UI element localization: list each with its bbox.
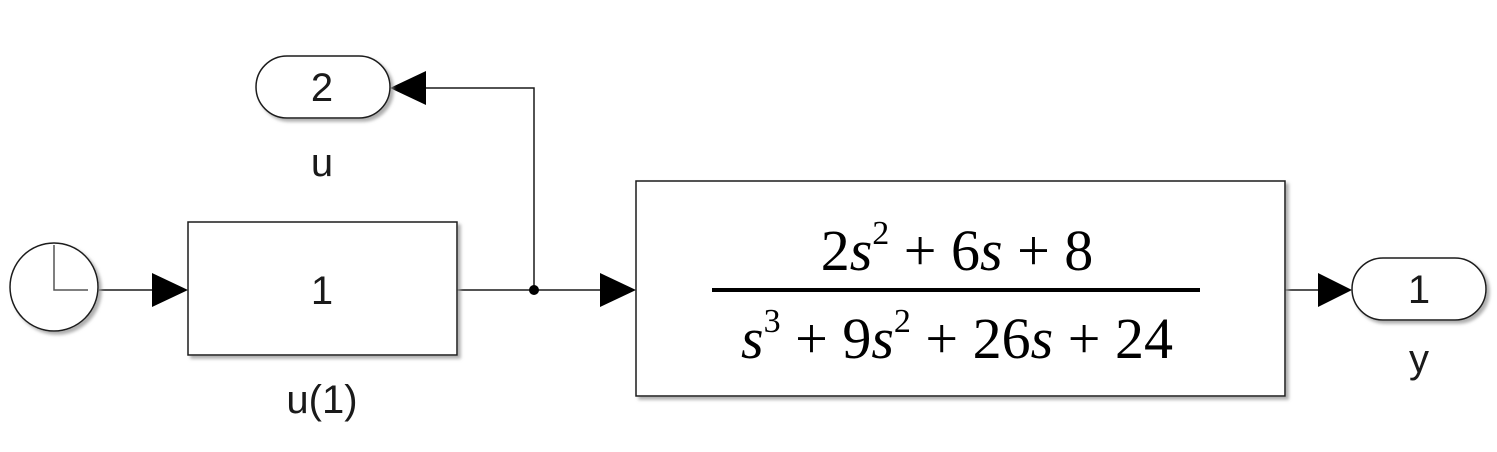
tf-numerator: 2s2 + 6s + 8 bbox=[821, 215, 1094, 283]
outport-u-number: 2 bbox=[311, 66, 333, 110]
arrowhead-outport-y-input bbox=[1318, 273, 1352, 307]
tf-denominator: s3 + 9s2 + 26s + 24 bbox=[741, 303, 1173, 371]
arrowhead-tf-input bbox=[600, 273, 636, 307]
arrowhead-constant-input bbox=[152, 273, 188, 307]
constant-block-label: u(1) bbox=[286, 378, 357, 422]
arrowheads bbox=[152, 71, 1352, 307]
constant-block[interactable]: 1 bbox=[187, 221, 458, 356]
outport-y-number: 1 bbox=[1408, 268, 1430, 312]
outport-y-label: y bbox=[1409, 337, 1429, 381]
clock-icon bbox=[53, 245, 88, 291]
arrowhead-outport-u-input bbox=[390, 71, 426, 105]
outport-y[interactable]: 1 bbox=[1351, 257, 1487, 321]
branch-point bbox=[529, 285, 539, 295]
signal-lines bbox=[99, 87, 1318, 291]
constant-value: 1 bbox=[311, 269, 333, 313]
line-branch-to-outport-u[interactable] bbox=[424, 87, 535, 290]
outport-u-label: u bbox=[311, 141, 333, 185]
clock-block[interactable] bbox=[9, 242, 99, 332]
outport-u[interactable]: 2 bbox=[255, 55, 391, 119]
transfer-function-block[interactable]: 2s2 + 6s + 8 s3 + 9s2 + 26s + 24 bbox=[635, 180, 1286, 397]
